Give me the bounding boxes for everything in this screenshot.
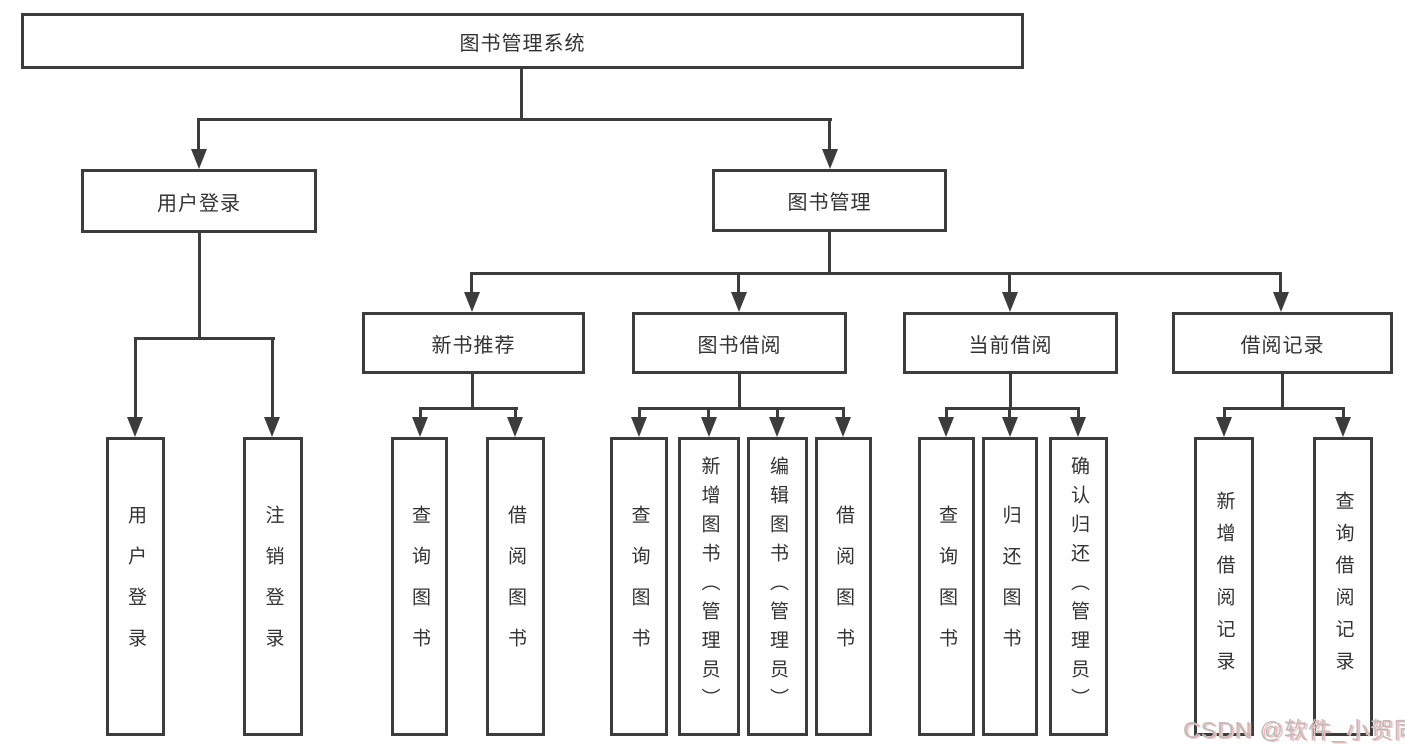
node-library-system: 图书管理系统 (21, 13, 1024, 69)
connector-stem-bb-edit (776, 407, 779, 417)
arrow-to-current (1002, 292, 1018, 312)
node-user-login-label: 用户登录 (157, 192, 241, 215)
connector-stem-cb-query (945, 407, 948, 417)
node-current-borrow: 当前借阅 (903, 312, 1118, 374)
node-library-system-label: 图书管理系统 (459, 32, 586, 55)
connector-user-login-drop (198, 233, 201, 337)
connector-borrow-rail (638, 407, 845, 410)
connector-level3-rail (470, 272, 1281, 275)
leaf-bb-query-books-label: 查询图书 (628, 504, 650, 669)
arrow-to-bb-add (701, 417, 717, 437)
connector-stem-rec-add (1223, 407, 1226, 417)
leaf-bb-borrow-books: 借阅图书 (815, 437, 872, 736)
node-current-borrow-label: 当前借阅 (968, 334, 1053, 357)
leaf-rec-add-record-label: 新增借阅记录 (1213, 490, 1235, 683)
node-book-mgmt: 图书管理 (712, 169, 947, 232)
leaf-cb-query-books: 查询图书 (918, 437, 975, 736)
leaf-cb-confirm-return-admin-label: 确认归还（管理员） (1068, 456, 1089, 717)
connector-stem-bb-borrow (842, 407, 845, 417)
connector-current-rail (945, 407, 1078, 410)
connector-book-mgmt-drop (828, 232, 831, 272)
node-user-login: 用户登录 (81, 169, 317, 233)
connector-stem-user-login (197, 118, 200, 149)
connector-stem-rec-query (1342, 407, 1345, 417)
node-borrow-records: 借阅记录 (1172, 312, 1393, 374)
node-new-book-recommend-label: 新书推荐 (431, 334, 516, 357)
leaf-bb-add-books-admin: 新增图书（管理员） (678, 437, 740, 736)
connector-records-rail (1223, 407, 1344, 410)
connector-stem-borrow (737, 272, 740, 292)
connector-stem-cb-return (1008, 407, 1011, 417)
connector-stem-book-mgmt (828, 118, 831, 149)
leaf-bb-edit-books-admin-label: 编辑图书（管理员） (767, 456, 788, 717)
csdn-watermark: CSDN @软件_小贺同学 (1183, 717, 1405, 743)
node-borrow-records-label: 借阅记录 (1240, 334, 1325, 357)
leaf-cb-confirm-return-admin: 确认归还（管理员） (1049, 437, 1108, 736)
connector-stem-leaf-login (134, 337, 137, 417)
leaf-rec-add-record: 新增借阅记录 (1194, 437, 1254, 736)
node-new-book-recommend: 新书推荐 (362, 312, 585, 374)
leaf-rec-query-record: 查询借阅记录 (1313, 437, 1373, 736)
leaf-cb-return-books-label: 归还图书 (999, 504, 1021, 669)
arrow-to-rec-add (1216, 417, 1232, 437)
arrow-to-cb-return (1002, 417, 1018, 437)
leaf-user-login-label: 用户登录 (125, 504, 146, 669)
arrow-to-cb-confirm (1070, 417, 1086, 437)
leaf-cb-return-books: 归还图书 (982, 437, 1038, 736)
connector-level2-rail (197, 118, 832, 121)
connector-stem-bb-add (707, 407, 710, 417)
leaf-bb-query-books: 查询图书 (610, 437, 668, 736)
leaf-user-login: 用户登录 (106, 437, 165, 736)
leaf-rec-query-record-label: 查询借阅记录 (1332, 490, 1354, 683)
leaf-bb-edit-books-admin: 编辑图书（管理员） (747, 437, 808, 736)
connector-new-book-drop (471, 374, 474, 407)
arrow-to-records (1273, 292, 1289, 312)
arrow-to-new-book (464, 292, 480, 312)
connector-stem-cb-confirm (1077, 407, 1080, 417)
connector-stem-new-book (470, 272, 473, 292)
leaf-nb-query-books: 查询图书 (391, 437, 448, 736)
connector-new-book-rail (419, 407, 518, 410)
connector-stem-leaf-logout (271, 337, 274, 417)
connector-stem-bb-query (638, 407, 641, 417)
connector-current-drop (1009, 374, 1012, 407)
arrow-to-cb-query (938, 417, 954, 437)
leaf-logout: 注销登录 (243, 437, 303, 736)
node-book-borrow-label: 图书借阅 (697, 334, 782, 357)
arrow-to-nb-borrow (507, 417, 523, 437)
leaf-logout-label: 注销登录 (262, 504, 284, 669)
connector-borrow-drop (738, 374, 741, 407)
connector-stem-records (1279, 272, 1282, 292)
arrow-to-leaf-login (127, 417, 143, 437)
leaf-nb-borrow-books: 借阅图书 (486, 437, 545, 736)
connector-stem-current (1008, 272, 1011, 292)
node-book-borrow: 图书借阅 (632, 312, 847, 374)
arrow-to-rec-query (1335, 417, 1351, 437)
connector-user-login-rail (134, 337, 275, 340)
node-book-mgmt-label: 图书管理 (787, 192, 872, 214)
connector-root-drop (520, 69, 523, 118)
arrow-to-borrow (731, 292, 747, 312)
arrow-to-leaf-logout (264, 417, 280, 437)
arrow-to-bb-query (631, 417, 647, 437)
arrow-to-nb-query (412, 417, 428, 437)
leaf-nb-borrow-books-label: 借阅图书 (505, 504, 526, 669)
arrow-to-book-mgmt (822, 149, 838, 169)
arrow-to-bb-edit (769, 417, 785, 437)
leaf-nb-query-books-label: 查询图书 (409, 504, 430, 669)
leaf-bb-borrow-books-label: 借阅图书 (833, 504, 854, 669)
leaf-cb-query-books-label: 查询图书 (936, 504, 957, 669)
connector-stem-nb-borrow (514, 407, 517, 417)
connector-records-drop (1281, 374, 1284, 407)
connector-stem-nb-query (419, 407, 422, 417)
leaf-bb-add-books-admin-label: 新增图书（管理员） (698, 456, 720, 717)
arrow-to-bb-borrow (835, 417, 851, 437)
arrow-to-user-login (191, 149, 207, 169)
